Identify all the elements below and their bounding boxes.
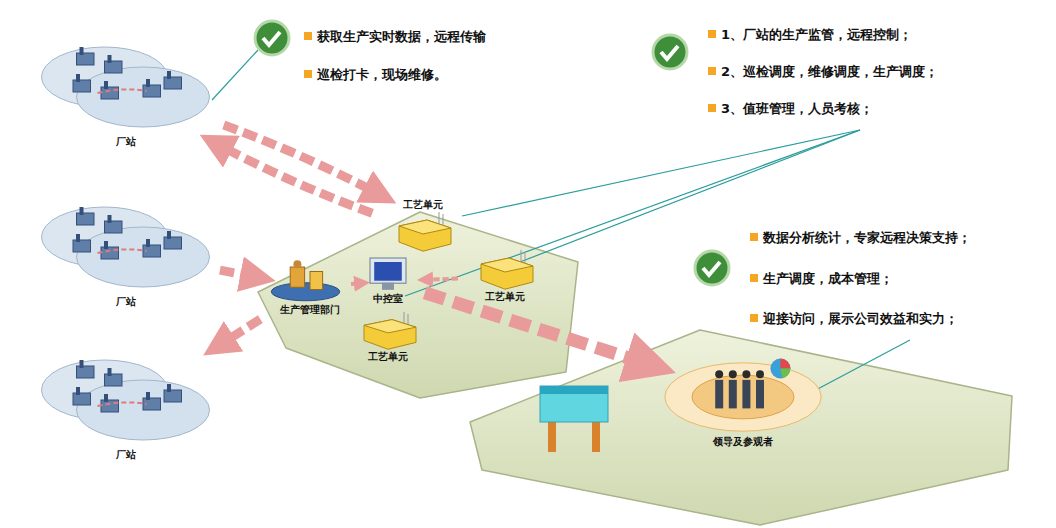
factory-icon bbox=[38, 35, 213, 135]
callout-text: 迎接访问，展示公司效益和实力； bbox=[763, 311, 958, 326]
callout-text: 巡检打卡，现场维修。 bbox=[317, 67, 447, 82]
central-platform bbox=[258, 212, 578, 398]
site-node: 生产管理部门 bbox=[262, 258, 358, 317]
unit-icon bbox=[348, 312, 428, 350]
factory-icon bbox=[38, 348, 213, 448]
callout-text: 2、巡检调度，维修调度，生产调度； bbox=[708, 63, 938, 81]
people-icon bbox=[658, 340, 828, 435]
node-label: 工艺单元 bbox=[380, 198, 466, 212]
callout-text: 1、厂站的生产监管，远程控制； bbox=[708, 26, 912, 44]
callout-text: 3、值班管理，人员考核； bbox=[708, 100, 873, 118]
callout-text: 数据分析统计，专家远程决策支持； bbox=[750, 229, 971, 247]
node-label: 中控室 bbox=[355, 292, 421, 306]
node-label: 厂站 bbox=[35, 135, 216, 149]
callout-text: 生产调度，成本管理； bbox=[763, 271, 893, 286]
billboard bbox=[540, 386, 608, 452]
callout-text: 生产调度，成本管理； bbox=[750, 270, 893, 288]
bullet-square bbox=[750, 233, 758, 241]
node-label: 生产管理部门 bbox=[262, 303, 358, 317]
callout-text: 巡检打卡，现场维修。 bbox=[304, 66, 447, 84]
bullet-square bbox=[304, 32, 312, 40]
callout-text: 迎接访问，展示公司效益和实力； bbox=[750, 310, 958, 328]
node-label: 厂站 bbox=[35, 295, 216, 309]
callout-text: 3、值班管理，人员考核； bbox=[721, 101, 873, 116]
bullet-square bbox=[750, 274, 758, 282]
site-node: 工艺单元 bbox=[380, 198, 466, 252]
flow-arrow bbox=[218, 319, 260, 346]
node-label: 厂站 bbox=[35, 448, 216, 462]
site-node: 工艺单元 bbox=[462, 250, 548, 304]
callout-text: 获取生产实时数据，远程传输 bbox=[317, 29, 486, 44]
factory-icon bbox=[38, 195, 213, 295]
flow-arrow bbox=[216, 143, 373, 213]
control-icon bbox=[358, 256, 418, 292]
callout-text: 获取生产实时数据，远程传输 bbox=[304, 28, 486, 46]
site-node: 领导及参观者 bbox=[655, 340, 831, 449]
node-label: 领导及参观者 bbox=[655, 435, 831, 449]
site-node: 厂站 bbox=[35, 35, 216, 149]
site-node: 厂站 bbox=[35, 348, 216, 462]
site-node: 工艺单元 bbox=[345, 312, 431, 364]
bullet-square bbox=[708, 30, 716, 38]
site-node: 厂站 bbox=[35, 195, 216, 309]
mgmt-icon bbox=[265, 258, 355, 303]
node-label: 工艺单元 bbox=[462, 290, 548, 304]
unit-icon bbox=[465, 250, 545, 290]
bullet-square bbox=[750, 314, 758, 322]
check-icons bbox=[255, 21, 729, 285]
bullet-square bbox=[708, 104, 716, 112]
bullet-square bbox=[304, 70, 312, 78]
flow-arrow bbox=[351, 281, 362, 286]
bullet-square bbox=[708, 67, 716, 75]
unit-icon bbox=[383, 212, 463, 252]
callout-text: 数据分析统计，专家远程决策支持； bbox=[763, 230, 971, 245]
flow-arrow bbox=[425, 293, 651, 365]
callout-text: 1、厂站的生产监管，远程控制； bbox=[721, 27, 912, 42]
visitor-platform bbox=[470, 330, 1012, 525]
node-label: 工艺单元 bbox=[345, 350, 431, 364]
flow-arrow bbox=[220, 270, 258, 277]
callout-text: 2、巡检调度，维修调度，生产调度； bbox=[721, 64, 938, 79]
flow-arrow bbox=[425, 279, 458, 280]
site-node: 中控室 bbox=[355, 256, 421, 306]
leader-lines bbox=[212, 50, 910, 392]
